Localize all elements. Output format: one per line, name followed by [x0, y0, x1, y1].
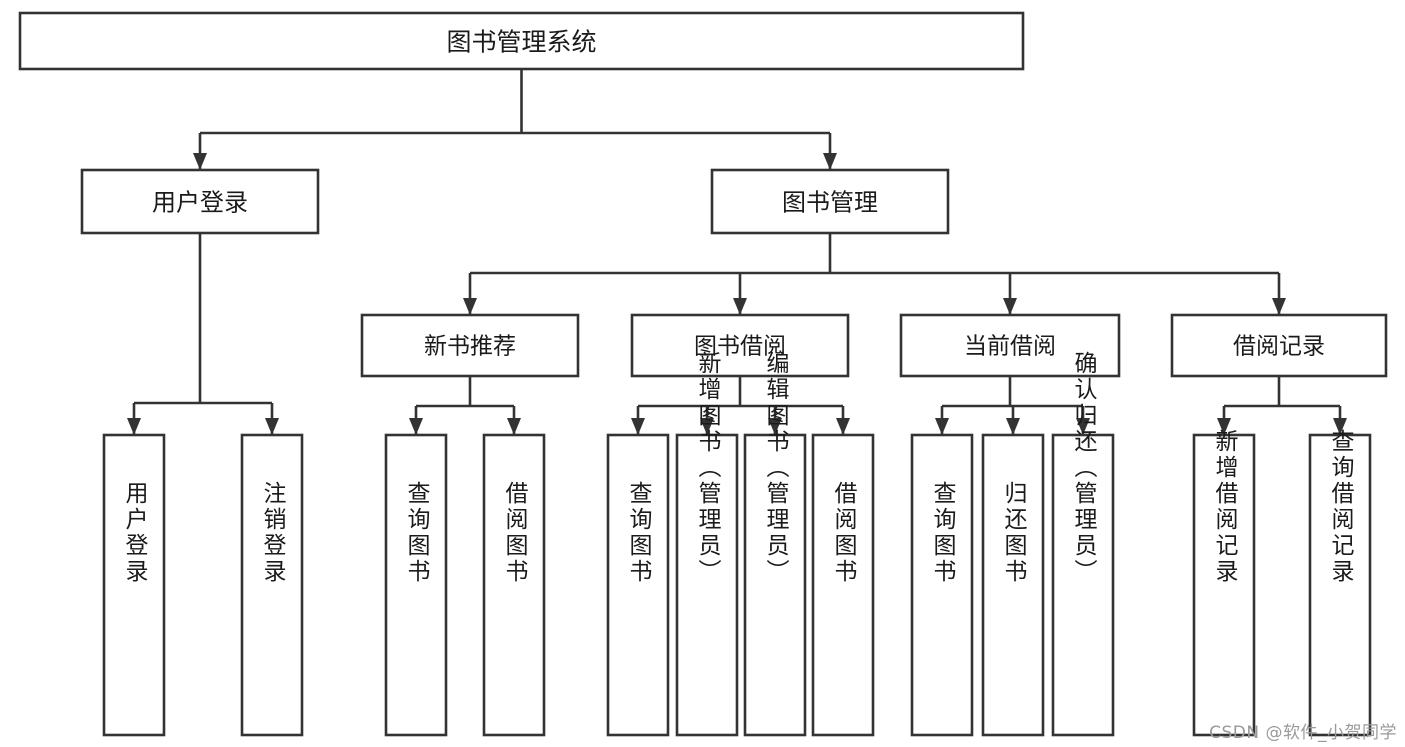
node-box[interactable] [360, 313, 580, 378]
node-leaf-add-record[interactable]: 新增借阅记录 [1192, 429, 1256, 737]
nodes-layer: 图书管理系统用户登录图书管理新书推荐图书借阅当前借阅借阅记录用户登录注销登录查询… [18, 11, 1388, 737]
arrow-head-icon [836, 418, 850, 435]
node-leaf-return-book[interactable]: 归还图书 [981, 433, 1045, 737]
node-box[interactable] [710, 168, 950, 235]
node-leaf-add-book[interactable]: 新增图书（管理员） [675, 351, 739, 737]
node-user-login[interactable]: 用户登录 [80, 168, 320, 235]
node-box[interactable] [1170, 313, 1388, 378]
node-box[interactable] [606, 433, 670, 737]
node-label: 查询图书 [929, 481, 957, 585]
node-leaf-borrow-book-1[interactable]: 借阅图书 [482, 433, 546, 737]
node-label: 新书推荐 [424, 334, 516, 360]
node-box[interactable] [384, 433, 448, 737]
arrow-head-icon [463, 298, 477, 315]
arrow-head-icon [1006, 418, 1020, 435]
watermark-text: CSDN @软件_小贺同学 [1209, 723, 1397, 743]
arrow-head-icon [935, 418, 949, 435]
node-leaf-edit-book[interactable]: 编辑图书（管理员） [743, 351, 807, 737]
arrow-head-icon [507, 418, 521, 435]
node-label: 查询图书 [403, 481, 431, 585]
arrow-head-icon [1003, 298, 1017, 315]
node-label: 借阅图书 [501, 481, 529, 585]
node-box[interactable] [1192, 433, 1256, 737]
node-box[interactable] [482, 433, 546, 737]
node-label: 用户登录 [152, 189, 248, 217]
node-label: 图书管理系统 [446, 28, 596, 57]
node-book-manage[interactable]: 图书管理 [710, 168, 950, 235]
node-label: 借阅图书 [830, 481, 858, 585]
node-book-borrow[interactable]: 图书借阅 [630, 313, 850, 378]
node-box[interactable] [910, 433, 974, 737]
node-leaf-user-login[interactable]: 用户登录 [102, 433, 166, 737]
node-label: 查询借阅记录 [1327, 429, 1355, 585]
node-box[interactable] [102, 433, 166, 737]
node-label: 用户登录 [121, 481, 149, 585]
arrow-head-icon [1333, 418, 1347, 435]
node-label: 图书管理 [782, 189, 878, 217]
arrow-head-icon [1272, 298, 1286, 315]
node-label: 归还图书 [1000, 481, 1028, 585]
node-leaf-query-book-1[interactable]: 查询图书 [384, 433, 448, 737]
node-borrow-record[interactable]: 借阅记录 [1170, 313, 1388, 378]
arrow-head-icon [768, 418, 782, 435]
arrow-head-icon [265, 418, 279, 435]
node-label: 图书借阅 [694, 334, 786, 360]
node-box[interactable] [811, 433, 875, 737]
arrow-head-icon [1076, 418, 1090, 435]
node-leaf-query-book-2[interactable]: 查询图书 [606, 433, 670, 737]
node-label: 查询图书 [625, 481, 653, 585]
node-current-borrow[interactable]: 当前借阅 [899, 313, 1121, 378]
arrow-head-icon [700, 418, 714, 435]
arrow-head-icon [127, 418, 141, 435]
arrow-head-icon [409, 418, 423, 435]
arrow-head-icon [193, 153, 207, 170]
node-leaf-query-record[interactable]: 查询借阅记录 [1308, 429, 1372, 737]
node-label: 新增借阅记录 [1211, 429, 1239, 585]
node-box[interactable] [1051, 433, 1115, 737]
node-label: 新增图书（管理员） [694, 351, 722, 585]
node-leaf-query-book-3[interactable]: 查询图书 [910, 433, 974, 737]
node-label: 确认归还（管理员） [1070, 351, 1098, 585]
node-leaf-borrow-book-2[interactable]: 借阅图书 [811, 433, 875, 737]
node-box[interactable] [1308, 433, 1372, 737]
node-label: 编辑图书（管理员） [762, 351, 790, 585]
node-box[interactable] [981, 433, 1045, 737]
node-label: 注销登录 [259, 481, 287, 585]
node-box[interactable] [240, 433, 304, 737]
connectors-layer [127, 69, 1347, 435]
node-leaf-logout[interactable]: 注销登录 [240, 433, 304, 737]
arrow-head-icon [733, 298, 747, 315]
node-box[interactable] [899, 313, 1121, 378]
node-box[interactable] [18, 11, 1025, 71]
node-label: 当前借阅 [964, 334, 1056, 360]
node-box[interactable] [743, 433, 807, 737]
arrow-head-icon [1217, 418, 1231, 435]
node-box[interactable] [80, 168, 320, 235]
node-label: 借阅记录 [1233, 334, 1325, 360]
node-leaf-confirm-return[interactable]: 确认归还（管理员） [1051, 351, 1115, 737]
node-root[interactable]: 图书管理系统 [18, 11, 1025, 71]
arrow-head-icon [823, 153, 837, 170]
node-new-book-rec[interactable]: 新书推荐 [360, 313, 580, 378]
arrow-head-icon [631, 418, 645, 435]
node-box[interactable] [675, 433, 739, 737]
node-box[interactable] [630, 313, 850, 378]
